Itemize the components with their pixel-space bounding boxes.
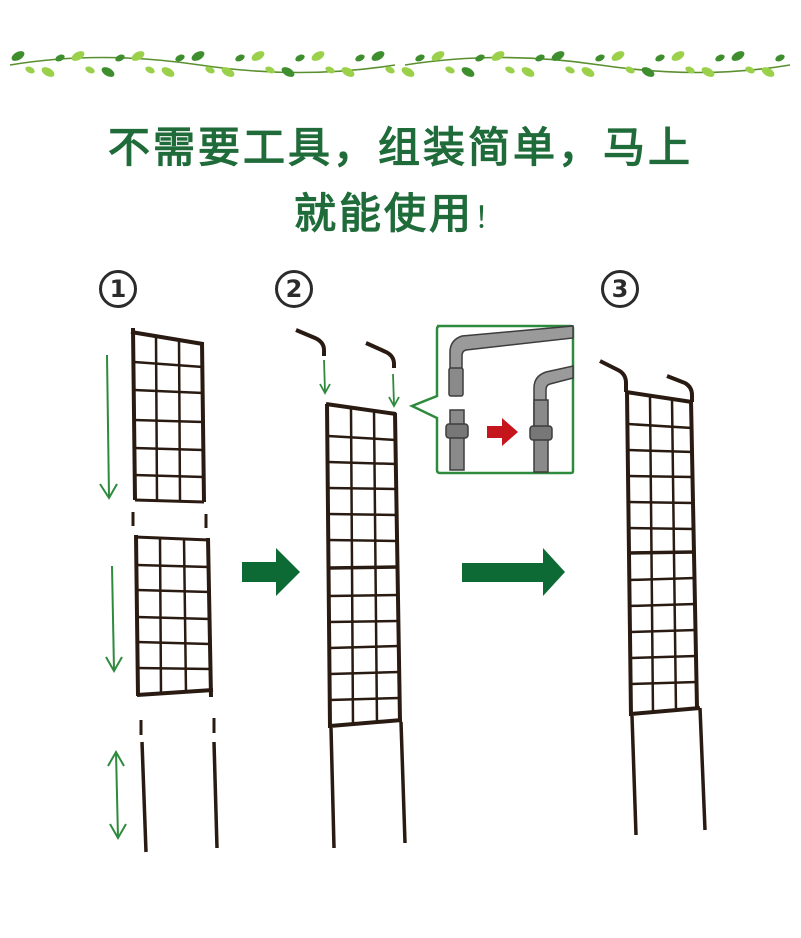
leaf (415, 54, 425, 62)
leaf (221, 67, 235, 77)
leaf (175, 54, 185, 62)
step-2-number: 2 (275, 270, 313, 308)
arrow-right-icon (462, 548, 565, 596)
step-3-panel (625, 390, 701, 717)
leaf (551, 51, 565, 61)
leaf (71, 51, 85, 61)
arrow-down-icon (319, 359, 331, 395)
step-3-legs (630, 707, 707, 836)
arrow-down-icon (388, 373, 400, 408)
leaf (85, 66, 95, 74)
leaf (131, 51, 145, 61)
vine-right (404, 56, 791, 74)
leaf (761, 67, 775, 77)
leaf (491, 51, 505, 61)
leaf (461, 67, 475, 77)
leaf (401, 67, 415, 77)
leaf (55, 54, 65, 62)
detail-right-pipe (529, 365, 574, 473)
arrow-down-icon (105, 565, 123, 674)
step-1-number: 1 (99, 270, 137, 308)
leaf (641, 67, 655, 77)
detail-left-pipe (445, 325, 574, 471)
step-1-guide-arrows (99, 354, 127, 841)
vine-left (9, 56, 396, 74)
step-2-legs (329, 721, 407, 849)
leaf (625, 66, 635, 74)
leaf (161, 67, 175, 77)
leaf (775, 54, 785, 62)
step-2-illustration (295, 328, 407, 849)
vine-leaves (11, 51, 785, 77)
leaf (431, 51, 445, 61)
leaf (115, 54, 125, 62)
leaf (251, 51, 265, 61)
leaf (715, 54, 725, 62)
leaf (521, 67, 535, 77)
leaf (281, 67, 295, 77)
leaf (205, 66, 215, 74)
arrow-right-icon (242, 548, 300, 596)
step-3-hooks (599, 359, 694, 402)
leaf (355, 54, 365, 62)
leaf (295, 54, 305, 62)
leaf (655, 54, 665, 62)
arrow-right-icon (487, 418, 518, 446)
leaf (475, 54, 485, 62)
leaf (505, 66, 515, 74)
leaf (581, 67, 595, 77)
leaf (41, 67, 55, 77)
leaf (745, 66, 755, 74)
leaf (685, 66, 695, 74)
leaf (565, 66, 575, 74)
step-2-panel (325, 402, 403, 729)
leaf (535, 54, 545, 62)
leaf (145, 66, 155, 74)
step-1-connectors-bottom (139, 718, 216, 735)
vine-decoration (9, 51, 791, 77)
leaf (235, 54, 245, 62)
step-1-top-panel (130, 327, 206, 504)
headline-line-2-text: 就能使用 (293, 189, 474, 238)
step-2-insert-arrows (319, 359, 400, 408)
step-2-hooks (295, 328, 396, 368)
leaf (671, 51, 685, 61)
leaf (595, 54, 605, 62)
leaf (341, 67, 355, 77)
leaf (611, 51, 625, 61)
headline-line-1: 不需要工具，组装简单，马上 (107, 123, 693, 172)
double-arrow-vertical-icon (107, 749, 127, 841)
leaf (385, 66, 395, 74)
step-3-illustration (599, 359, 707, 836)
leaf (731, 51, 745, 61)
step-1-connectors-top (131, 512, 208, 528)
leaf (191, 51, 205, 61)
leaf (101, 67, 115, 77)
leaf (11, 51, 25, 61)
leaf (701, 67, 715, 77)
headline-line-2: 就能使用！ (0, 180, 801, 241)
leaf (371, 51, 385, 61)
leaf (445, 66, 455, 74)
leaf (311, 51, 325, 61)
step-1-illustration (99, 327, 219, 853)
arrow-down-icon (99, 354, 118, 500)
leaf (325, 66, 335, 74)
leaf (265, 66, 275, 74)
step-1-legs (140, 741, 219, 853)
step-3-number: 3 (601, 270, 639, 308)
step-1-middle-panel (134, 534, 214, 698)
headline-line-2-suffix: ！ (474, 201, 507, 236)
leaf (25, 66, 35, 74)
connection-detail-callout (408, 324, 575, 475)
